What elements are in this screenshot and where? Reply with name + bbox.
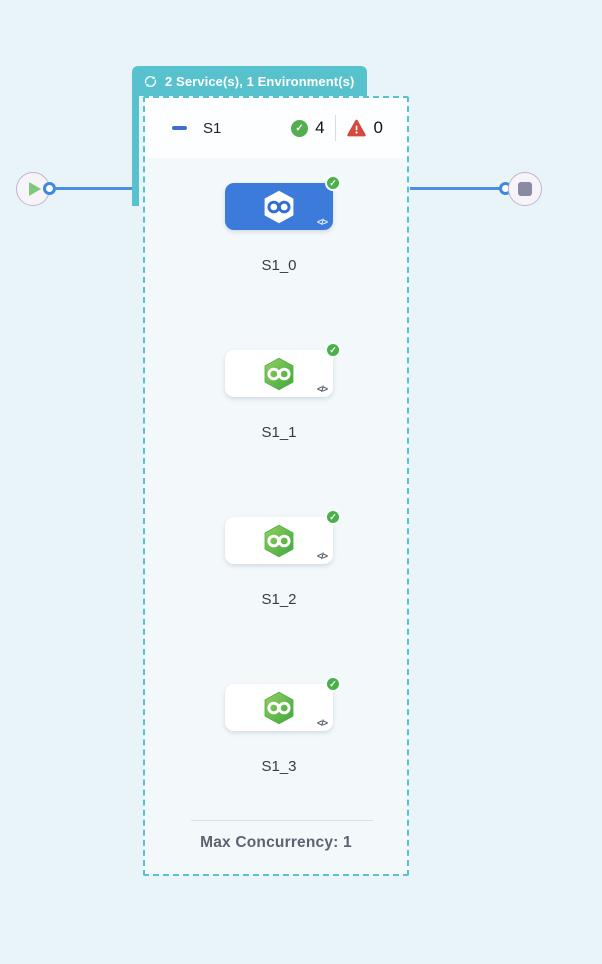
- service-node-card[interactable]: </> ✓: [225, 342, 341, 397]
- service-node-label: S1_2: [261, 591, 297, 608]
- node-success-badge: ✓: [325, 676, 341, 692]
- infinity-logo-icon: [267, 701, 291, 715]
- stage-status-group: ✓ 4 0: [291, 115, 383, 141]
- failure-count: 0: [373, 118, 383, 137]
- footer-divider: [191, 820, 373, 821]
- edge-stage-to-end: [410, 187, 502, 190]
- end-node[interactable]: [508, 172, 542, 206]
- service-node: </> ✓ S1_1: [225, 342, 341, 441]
- infinity-logo-icon: [267, 200, 291, 214]
- service-hexagon-icon: [264, 524, 294, 558]
- edge-start-to-stage: [54, 187, 132, 190]
- stop-icon: [518, 182, 532, 196]
- service-node-label: S1_0: [261, 257, 297, 274]
- badge-label: 2 Service(s), 1 Environment(s): [165, 73, 355, 89]
- success-count: 4: [315, 118, 325, 137]
- code-icon: </>: [316, 217, 328, 227]
- service-node: </> ✓ S1_2: [225, 509, 341, 608]
- stage-container: S1 ✓ 4 0 </>: [143, 96, 409, 876]
- service-node-card[interactable]: </> ✓: [225, 175, 341, 230]
- infinity-logo-icon: [267, 367, 291, 381]
- success-check-icon: ✓: [291, 119, 309, 137]
- node-success-badge: ✓: [325, 342, 341, 358]
- service-hexagon-icon: [264, 691, 294, 725]
- loop-icon: [144, 75, 157, 87]
- service-hexagon-icon: [264, 357, 294, 391]
- service-node: </> ✓ S1_3: [225, 676, 341, 775]
- max-concurrency-label: Max Concurrency: 1: [200, 834, 352, 851]
- stage-accent-strip: [132, 96, 139, 206]
- services-environments-badge[interactable]: 2 Service(s), 1 Environment(s): [132, 66, 368, 96]
- service-node-card[interactable]: </> ✓: [225, 509, 341, 564]
- service-node-label: S1_1: [261, 424, 297, 441]
- service-hexagon-icon: [264, 190, 294, 224]
- node-success-badge: ✓: [325, 175, 341, 191]
- stage-name[interactable]: S1: [203, 119, 222, 137]
- stage-header: S1 ✓ 4 0: [145, 98, 407, 158]
- status-divider: [334, 115, 336, 141]
- code-icon: </>: [316, 551, 328, 561]
- code-icon: </>: [316, 384, 328, 394]
- collapse-minus-icon[interactable]: [172, 126, 187, 130]
- infinity-logo-icon: [267, 534, 291, 548]
- node-success-badge: ✓: [325, 509, 341, 525]
- service-node: </> ✓ S1_0: [225, 175, 341, 274]
- service-node-card[interactable]: </> ✓: [225, 676, 341, 731]
- code-icon: </>: [316, 718, 328, 728]
- service-node-label: S1_3: [261, 758, 297, 775]
- warning-triangle-icon: [346, 119, 366, 136]
- play-icon: [28, 182, 41, 196]
